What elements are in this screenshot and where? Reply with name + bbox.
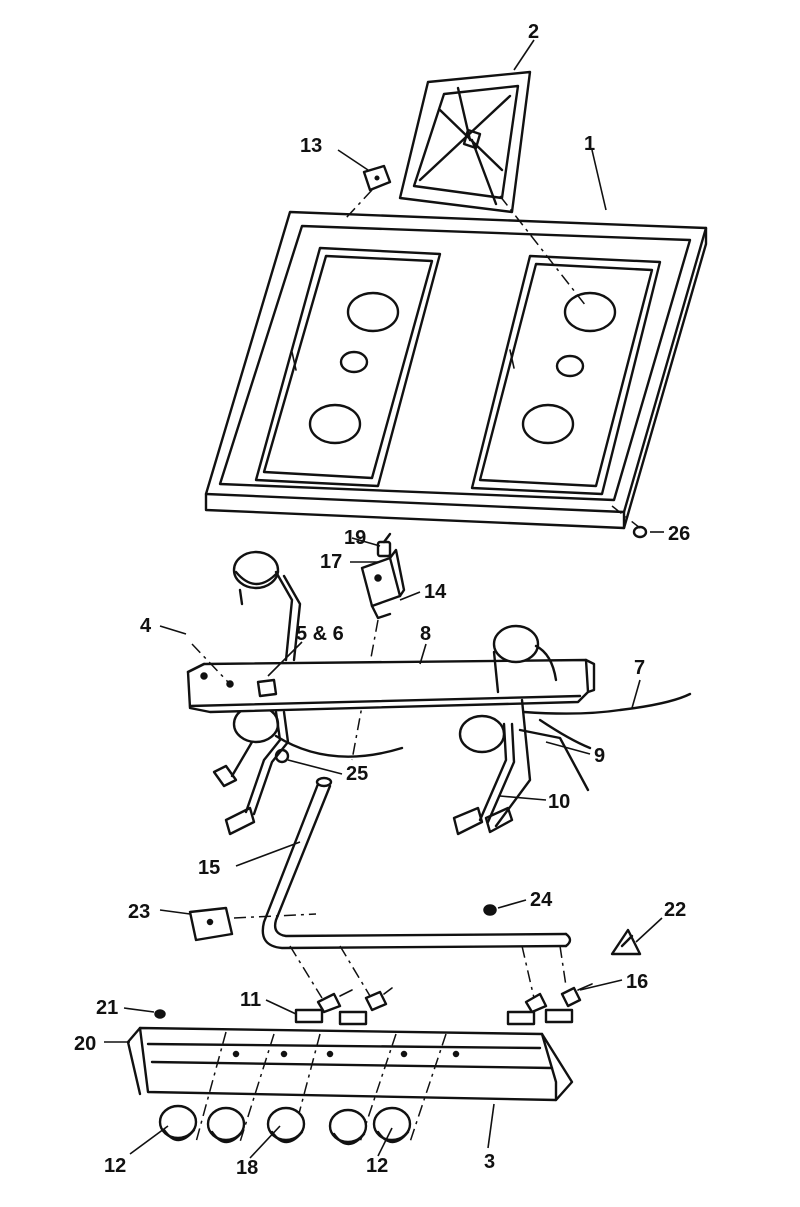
label-part-9: 9 <box>594 745 605 767</box>
bracket-13 <box>345 164 392 219</box>
label-part-3: 3 <box>484 1151 495 1173</box>
label-part-22: 22 <box>664 899 686 921</box>
label-part-19: 19 <box>344 527 366 549</box>
label-part-4: 4 <box>140 615 152 637</box>
cooktop <box>204 195 708 530</box>
label-part-13: 13 <box>300 135 322 157</box>
orifice-25 <box>274 748 290 764</box>
valves <box>289 945 593 1026</box>
burner-grate <box>398 70 532 214</box>
part-labels: 2 13 1 26 19 17 14 4 5 & 6 8 7 9 25 10 1… <box>74 21 690 1179</box>
label-part-11: 11 <box>240 989 261 1011</box>
leader-lines <box>104 39 664 1159</box>
label-part-20: 20 <box>74 1033 96 1055</box>
label-part-24: 24 <box>530 889 553 911</box>
bracket-22 <box>610 928 642 956</box>
control-panel <box>126 1026 574 1143</box>
screw-21 <box>154 1009 166 1019</box>
label-part-14: 14 <box>424 581 447 603</box>
screw-24 <box>483 904 497 916</box>
label-part-10: 10 <box>548 791 570 813</box>
label-part-7: 7 <box>634 657 645 679</box>
label-part-18: 18 <box>236 1157 258 1179</box>
screw-26 <box>632 525 648 539</box>
label-part-25: 25 <box>346 763 368 785</box>
label-part-2: 2 <box>528 21 539 43</box>
burner-box <box>186 643 596 714</box>
label-part-15: 15 <box>198 857 220 879</box>
label-part-8: 8 <box>420 623 431 645</box>
ignition-wire <box>522 692 692 750</box>
label-part-5-6: 5 & 6 <box>296 623 344 645</box>
label-part-17: 17 <box>320 551 342 573</box>
label-part-12-left: 12 <box>104 1155 126 1177</box>
left-burner-assembly <box>212 550 404 836</box>
bracket-23 <box>188 906 317 942</box>
label-part-1: 1 <box>584 133 595 155</box>
right-burner-assembly <box>452 624 590 836</box>
label-part-16: 16 <box>626 971 648 993</box>
label-part-23: 23 <box>128 901 150 923</box>
label-part-12-right: 12 <box>366 1155 388 1177</box>
gas-tube <box>261 776 572 950</box>
label-part-26: 26 <box>668 523 690 545</box>
pressure-regulator <box>351 532 406 761</box>
label-part-21: 21 <box>96 997 118 1019</box>
control-knobs <box>158 1104 412 1146</box>
